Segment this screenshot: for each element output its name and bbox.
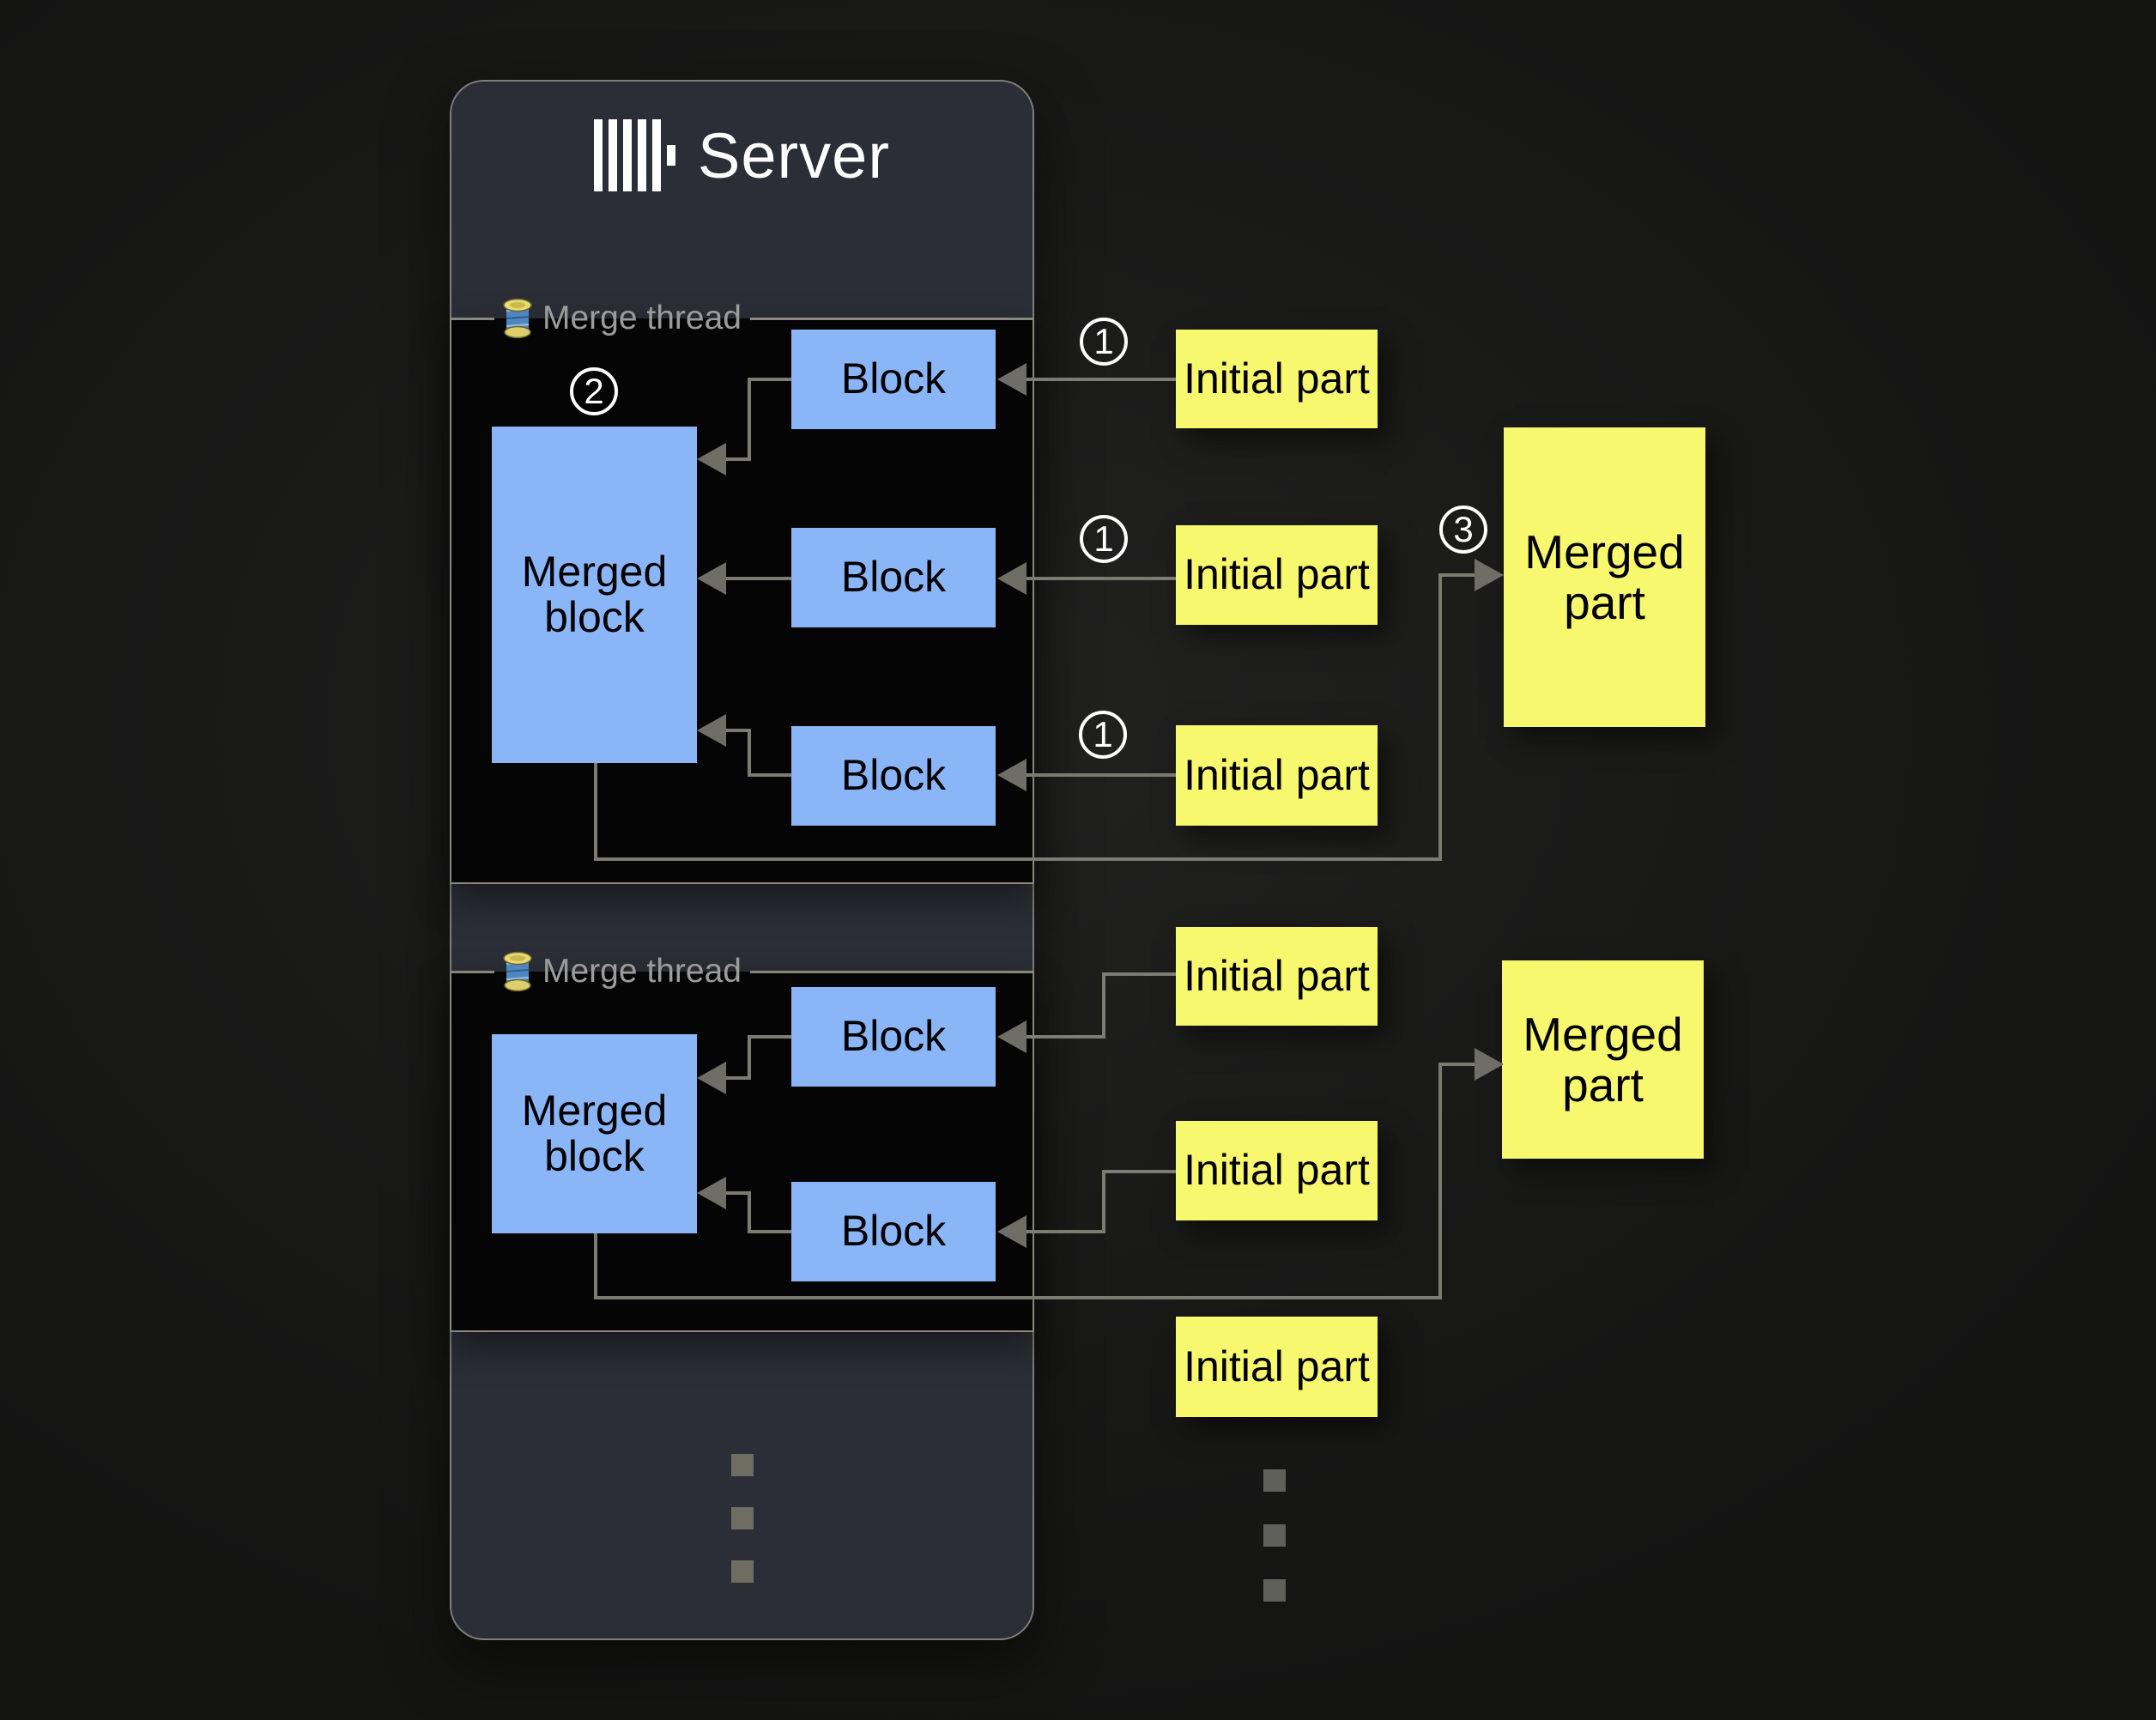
initial-part-5: Initial part bbox=[1176, 1121, 1378, 1220]
connector-block3-merged1-seg bbox=[724, 729, 749, 732]
server-title-row: Server bbox=[450, 118, 1034, 192]
ellipsis-dot bbox=[731, 1560, 754, 1583]
arrowhead-into-block-3 bbox=[997, 759, 1027, 791]
logo-bar bbox=[609, 119, 618, 191]
step-1-badge: 1 bbox=[1080, 318, 1128, 366]
vertical-ellipsis-icon bbox=[731, 1454, 754, 1583]
thread-spool-icon bbox=[503, 298, 532, 339]
merged-part-1: Merged part bbox=[1504, 427, 1705, 727]
logo-bar bbox=[652, 119, 662, 191]
initial-part-4: Initial part bbox=[1176, 927, 1378, 1026]
merged-part-2: Merged part bbox=[1502, 960, 1704, 1159]
arrowhead-into-merged-part-1 bbox=[1475, 559, 1504, 591]
connector-block1-merged1-seg bbox=[724, 457, 749, 461]
merge-thread-legend-2: Merge thread bbox=[450, 951, 1034, 992]
arrowhead-into-merged-block-2 bbox=[697, 1062, 726, 1094]
ellipsis-dot bbox=[731, 1454, 754, 1476]
merged-block-1: Merged block bbox=[492, 427, 697, 763]
connector-initial1-block1 bbox=[1023, 378, 1176, 381]
step-1-badge: 1 bbox=[1080, 515, 1128, 563]
block-1: Block bbox=[791, 330, 996, 429]
block-5: Block bbox=[791, 1182, 996, 1281]
arrowhead-into-block-1 bbox=[997, 363, 1027, 396]
logo-bar bbox=[638, 119, 647, 191]
merge-thread-label: Merge thread bbox=[542, 300, 742, 336]
connector-initial4-block4-seg bbox=[1102, 972, 1105, 1039]
legend-line bbox=[749, 970, 1034, 973]
initial-part-1: Initial part bbox=[1176, 330, 1378, 428]
thread-spool-icon bbox=[503, 951, 532, 992]
arrowhead-into-merged-block-1 bbox=[697, 714, 726, 747]
connector-initial3-block3 bbox=[1023, 773, 1176, 777]
arrowhead-into-merged-block-1 bbox=[697, 562, 726, 595]
connector-merged2-mergedpart2-seg bbox=[1438, 1063, 1476, 1066]
connector-block4-merged2-seg bbox=[749, 1035, 791, 1039]
connector-initial5-block5-seg bbox=[1102, 1170, 1105, 1233]
connector-merged1-mergedpart1-seg bbox=[594, 763, 597, 861]
connector-initial4-block4-seg bbox=[1104, 972, 1176, 976]
initial-part-6: Initial part bbox=[1176, 1317, 1378, 1417]
initial-part-3: Initial part bbox=[1176, 725, 1378, 826]
arrowhead-into-merged-block-2 bbox=[697, 1177, 726, 1209]
connector-merged1-mergedpart1-seg bbox=[594, 857, 1442, 861]
legend-line bbox=[450, 970, 494, 973]
connector-initial5-block5-seg bbox=[1023, 1230, 1102, 1233]
block-3: Block bbox=[791, 726, 996, 826]
arrowhead-into-block-4 bbox=[997, 1020, 1027, 1053]
connector-initial2-block2 bbox=[1023, 577, 1176, 580]
connector-block4-merged2-seg bbox=[748, 1035, 751, 1080]
connector-merged2-mergedpart2-seg bbox=[594, 1233, 597, 1299]
connector-block4-merged2-seg bbox=[724, 1076, 749, 1080]
ellipsis-dot bbox=[1263, 1469, 1286, 1492]
block-2: Block bbox=[791, 528, 996, 627]
connector-block5-merged2-seg bbox=[748, 1191, 751, 1233]
connector-block1-merged1-seg bbox=[749, 378, 791, 381]
connector-initial4-block4-seg bbox=[1023, 1035, 1102, 1039]
connector-merged2-mergedpart2-seg bbox=[594, 1296, 1442, 1299]
server-title: Server bbox=[698, 119, 890, 191]
initial-part-2: Initial part bbox=[1176, 525, 1378, 625]
ellipsis-dot bbox=[1263, 1579, 1286, 1602]
step-1-badge: 1 bbox=[1079, 711, 1127, 759]
connector-block2-merged1-seg bbox=[724, 577, 791, 580]
logo-bar bbox=[623, 119, 633, 191]
block-4: Block bbox=[791, 987, 996, 1087]
connector-block3-merged1-seg bbox=[749, 773, 791, 777]
merge-thread-legend-1: Merge thread bbox=[450, 298, 1034, 339]
step-3-badge: 3 bbox=[1439, 506, 1487, 554]
logo-dot bbox=[667, 145, 676, 166]
arrowhead-into-block-2 bbox=[997, 562, 1027, 595]
step-2-badge: 2 bbox=[570, 367, 618, 415]
connector-merged1-mergedpart1-seg bbox=[1438, 573, 1476, 577]
connector-merged2-mergedpart2-seg bbox=[1438, 1063, 1442, 1299]
arrowhead-into-block-5 bbox=[997, 1215, 1027, 1248]
arrowhead-into-merged-block-1 bbox=[697, 443, 726, 475]
clickhouse-logo-icon bbox=[594, 119, 676, 191]
connector-block1-merged1-seg bbox=[748, 378, 751, 461]
legend-line bbox=[450, 317, 494, 320]
connector-initial5-block5-seg bbox=[1104, 1170, 1176, 1173]
merged-block-2: Merged block bbox=[492, 1034, 697, 1233]
merge-thread-label: Merge thread bbox=[542, 953, 742, 990]
vertical-ellipsis-icon bbox=[1263, 1469, 1286, 1602]
ellipsis-dot bbox=[731, 1507, 754, 1529]
connector-block5-merged2-seg bbox=[724, 1191, 749, 1195]
legend-line bbox=[749, 317, 1034, 320]
connector-merged1-mergedpart1-seg bbox=[1438, 573, 1442, 861]
connector-block3-merged1-seg bbox=[748, 729, 751, 777]
logo-bar bbox=[594, 119, 603, 191]
arrowhead-into-merged-part-2 bbox=[1475, 1048, 1504, 1081]
ellipsis-dot bbox=[1263, 1524, 1286, 1547]
connector-block5-merged2-seg bbox=[749, 1230, 791, 1233]
